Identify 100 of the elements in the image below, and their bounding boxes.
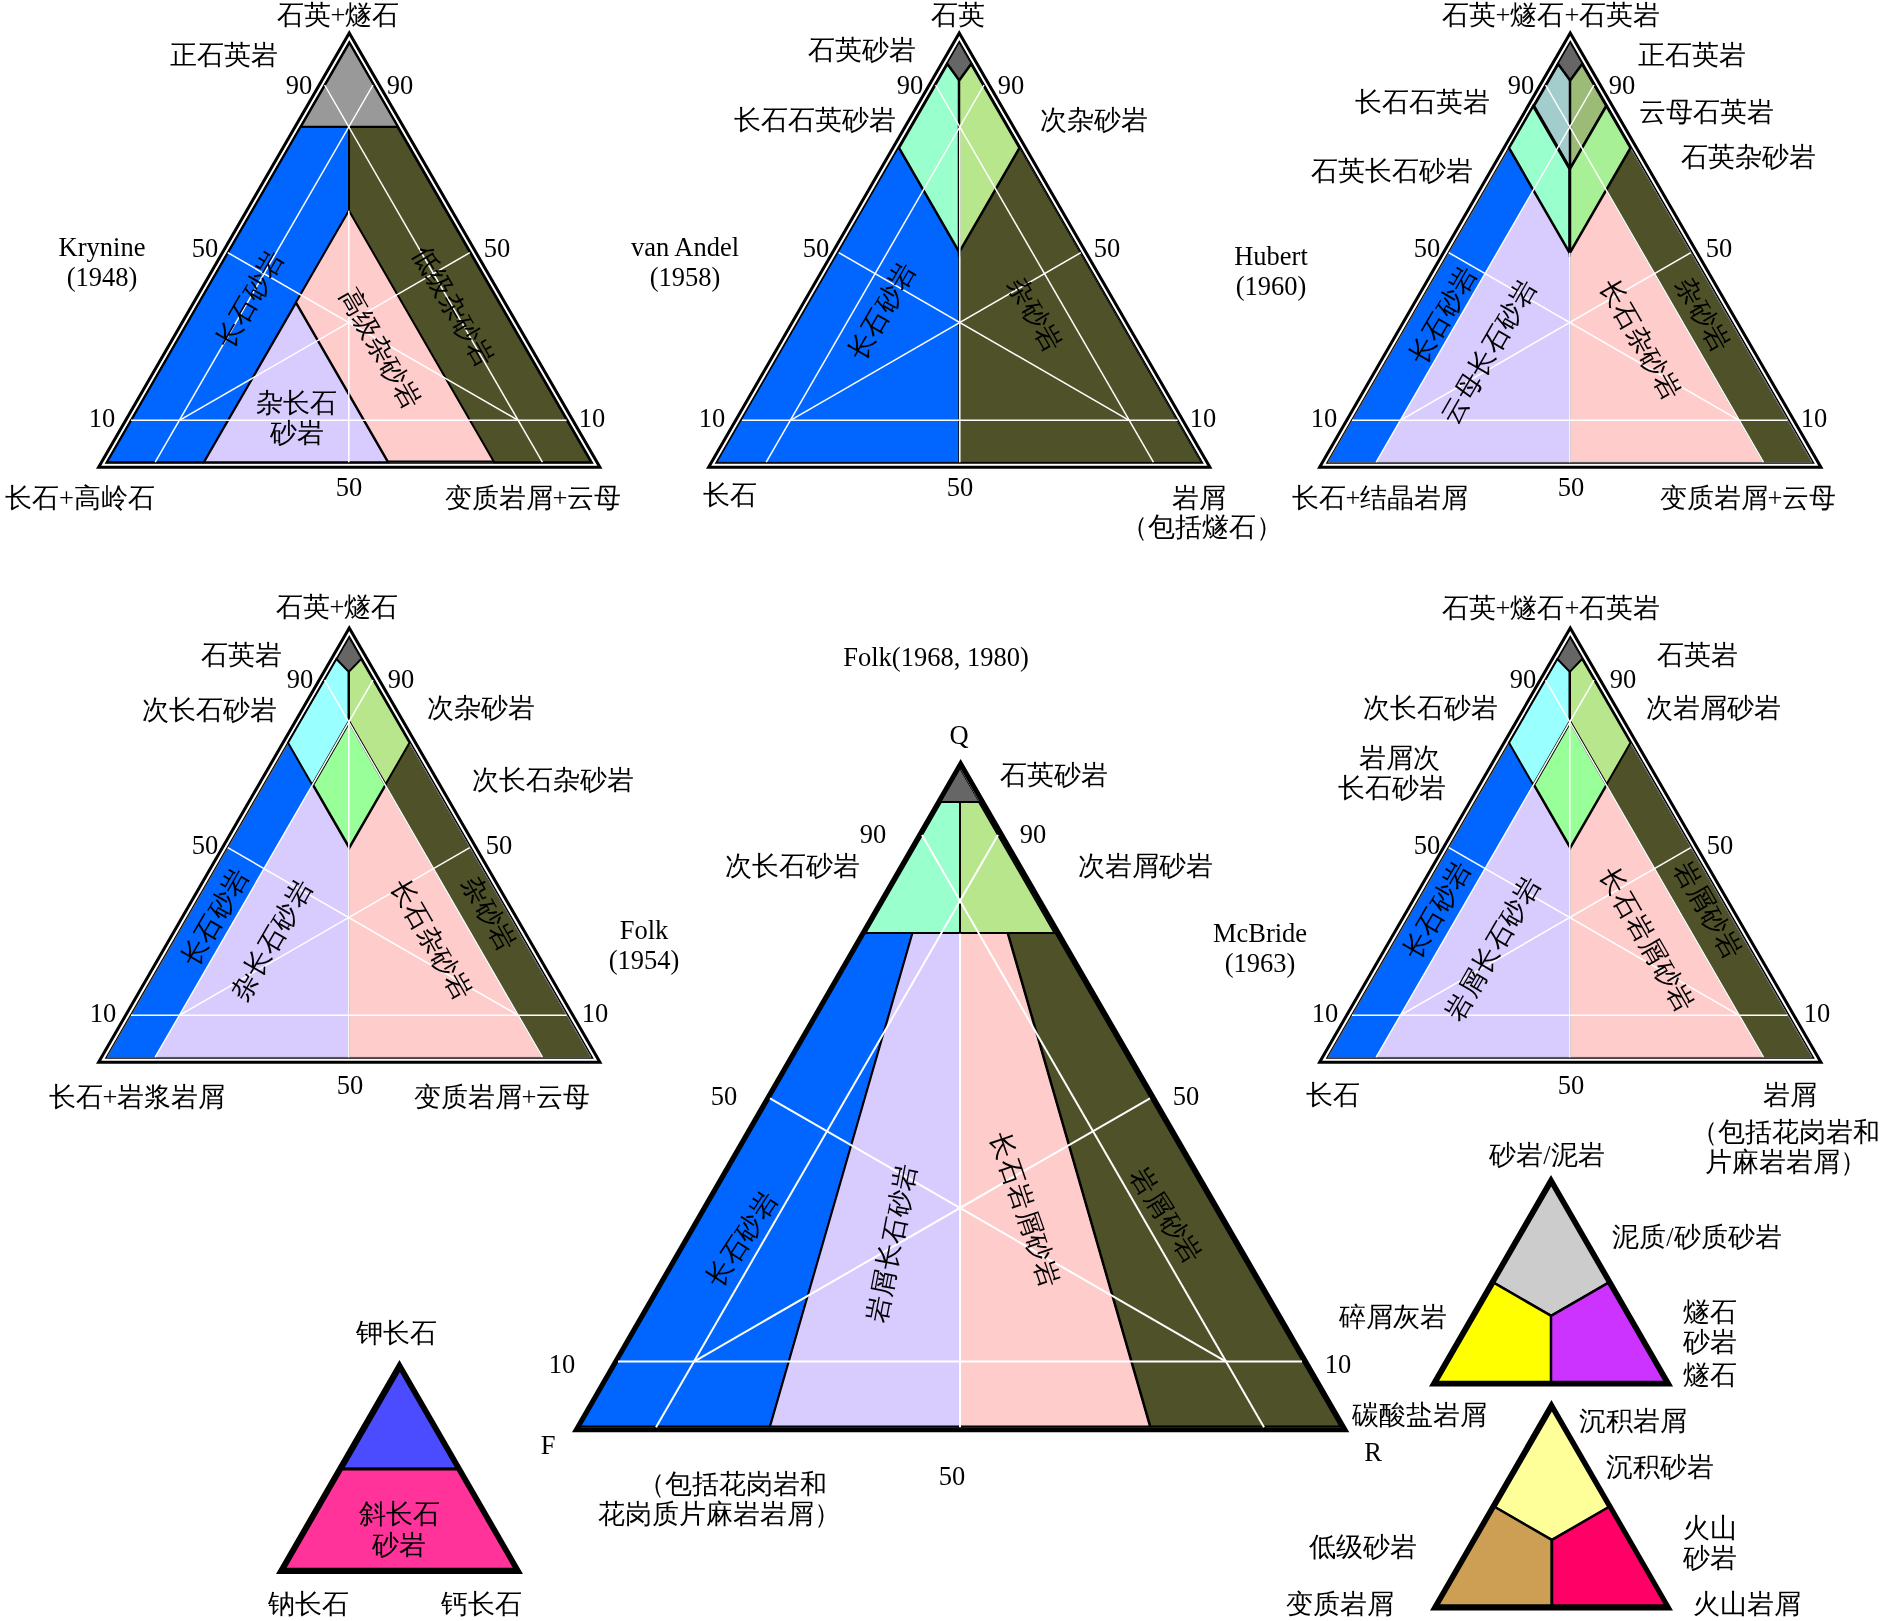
author-label: Krynine (1948) (57, 231, 147, 293)
vertex-label: 变质岩屑+云母 (1659, 482, 1837, 514)
vertex-label: 沉积岩屑 (1579, 1405, 1687, 1437)
tick-label: 90 (859, 818, 887, 850)
author-label: Hubert (1960) (1233, 240, 1309, 302)
tick-label: 90 (896, 69, 924, 101)
classification-field (288, 658, 349, 785)
classification-field (1551, 1282, 1666, 1382)
tick-label: 50 (802, 232, 830, 264)
field-name: 石英砂岩 (808, 34, 916, 66)
tick-label: 50 (1413, 232, 1441, 264)
classification-field (1438, 1507, 1552, 1606)
field-name: 石英长石砂岩 (1311, 155, 1473, 187)
field-name: 泥质/砂质砂岩 (1612, 1221, 1782, 1253)
tick-label: 10 (548, 1348, 576, 1380)
tick-label: 50 (938, 1460, 966, 1492)
field-name: 次长石砂岩 (141, 694, 277, 726)
classification-field (1551, 1507, 1666, 1606)
tick-label: 10 (89, 997, 117, 1029)
tick-label: 90 (1608, 69, 1636, 101)
field-label: 杂长石砂岩 (255, 387, 339, 449)
tick-label: 50 (1557, 471, 1585, 503)
field-name: 长石石英岩 (1354, 86, 1490, 118)
field-name: 次杂砂岩 (1040, 104, 1148, 136)
tick-label: 50 (1706, 829, 1734, 861)
field-name: 低级砂岩 (1309, 1531, 1417, 1563)
tick-label: 10 (1310, 402, 1338, 434)
tick-label: 50 (1705, 232, 1733, 264)
vertex-label: 石英+燧石+石英岩 (1441, 592, 1661, 624)
classification-field (1533, 721, 1607, 848)
field-name: 次长石杂砂岩 (472, 764, 634, 796)
vertex-label: 石英+燧石 (276, 0, 400, 31)
tick-label: 10 (88, 402, 116, 434)
tick-label: 90 (1507, 69, 1535, 101)
field-name: 次杂砂岩 (427, 692, 535, 724)
tick-label: 90 (1019, 818, 1047, 850)
tick-label: 90 (1609, 663, 1637, 695)
vertex-note: （包括花岗岩和片麻岩岩屑） (1690, 1116, 1882, 1178)
tick-label: 90 (386, 69, 414, 101)
vertex-label: 石英+燧石+石英岩 (1441, 0, 1661, 31)
tick-label: 10 (698, 402, 726, 434)
field-name: 次长石砂岩 (724, 850, 860, 882)
field-name: 长石石英砂岩 (734, 104, 896, 136)
field-name: 沉积砂岩 (1606, 1451, 1714, 1483)
vertex-label: 钠长石 (268, 1588, 350, 1620)
vertex-label: 石英+燧石 (275, 591, 399, 623)
vertex-label: 长石+岩浆岩屑 (48, 1081, 226, 1113)
tick-label: 90 (286, 663, 314, 695)
tick-label: 50 (1093, 232, 1121, 264)
vertex-label: 岩屑 (1763, 1079, 1817, 1111)
field-name: 岩屑次长石砂岩 (1337, 742, 1447, 804)
vertex-label: 变质岩屑 (1286, 1588, 1394, 1620)
tick-label: 10 (1800, 402, 1828, 434)
author-label: Folk(1968, 1980) (843, 641, 1029, 673)
author-label: McBride (1963) (1211, 917, 1309, 979)
field-name: 正石英岩 (1638, 39, 1746, 71)
tick-label: 50 (1413, 829, 1441, 861)
field-label: 长石砂岩 (699, 1185, 785, 1293)
classification-field (336, 637, 362, 672)
tick-label: 50 (191, 232, 219, 264)
field-name: 火山砂岩 (1682, 1512, 1738, 1574)
author-label: van Andel (1958) (629, 231, 741, 293)
field-label: 长石砂岩 (841, 256, 923, 366)
classification-field (960, 801, 1056, 934)
classification-field (155, 784, 349, 1057)
tick-label: 50 (191, 829, 219, 861)
field-name: 燧石砂岩 (1682, 1296, 1738, 1358)
vertex-label: 长石+高岭石 (5, 482, 155, 514)
tick-label: 50 (483, 232, 511, 264)
vertex-label: Q (949, 719, 969, 751)
tick-label: 50 (1172, 1080, 1200, 1112)
field-name: 石英砂岩 (1000, 759, 1108, 791)
tick-label: 10 (1324, 1348, 1352, 1380)
tick-label: 10 (578, 402, 606, 434)
vertex-label: 长石 (703, 479, 757, 511)
author-label: Folk (1954) (607, 914, 681, 976)
field-label: 长石岩屑砂岩 (984, 1128, 1066, 1292)
tick-label: 50 (336, 1069, 364, 1101)
field-name: 次岩屑砂岩 (1077, 850, 1213, 882)
vertex-label: 变质岩屑+云母 (413, 1081, 591, 1113)
tick-label: 50 (946, 471, 974, 503)
tick-label: 90 (387, 663, 415, 695)
classification-field (1570, 189, 1764, 462)
vertex-label: 碳酸盐岩屑 (1351, 1399, 1487, 1431)
tick-label: 50 (335, 471, 363, 503)
field-label: 岩屑长石砂岩 (861, 1160, 923, 1326)
vertex-note: （包括燧石） (1121, 511, 1283, 543)
vertex-label: 岩屑 (1172, 482, 1226, 514)
vertex-label: 砂岩/泥岩 (1489, 1139, 1605, 1171)
field-label: 斜长石砂岩 (357, 1498, 441, 1560)
field-name: 石英岩 (1656, 639, 1738, 671)
vertex-label: F (540, 1429, 556, 1461)
field-name: 石英杂砂岩 (1680, 141, 1816, 173)
vertex-label: 石英 (931, 0, 985, 31)
vertex-label: 火山岩屑 (1693, 1588, 1801, 1620)
vertex-label: 燧石 (1683, 1359, 1737, 1391)
tick-label: 50 (485, 829, 513, 861)
tick-label: 90 (997, 69, 1025, 101)
field-label: 岩屑砂岩 (1123, 1162, 1208, 1270)
vertex-label: 钾长石 (356, 1317, 438, 1349)
